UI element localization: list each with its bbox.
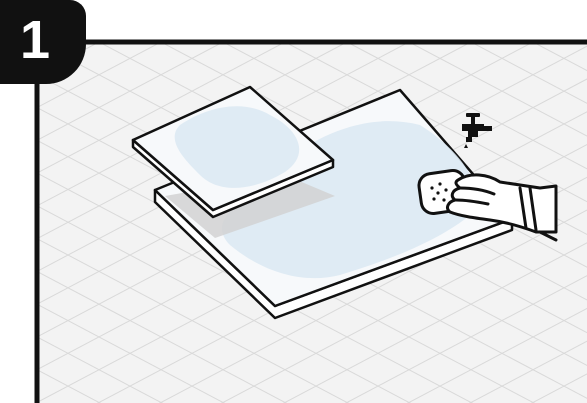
grid-line xyxy=(282,242,587,403)
grid-line xyxy=(37,42,38,43)
step-number: 1 xyxy=(19,10,51,70)
small-tile-sheen xyxy=(174,106,300,188)
grid-line xyxy=(468,340,587,403)
water-tap-icon xyxy=(462,113,492,148)
gloved-hand-icon xyxy=(446,173,558,242)
grid-line xyxy=(408,42,587,137)
grid-line xyxy=(37,270,288,403)
grid-line xyxy=(37,42,224,141)
grid-line xyxy=(346,42,587,170)
small-tile xyxy=(131,85,335,219)
water-sheen xyxy=(221,121,477,279)
grid-line xyxy=(37,42,410,240)
grid-line xyxy=(37,172,474,403)
step-badge xyxy=(0,0,86,84)
grid-line xyxy=(344,275,587,403)
grid-line xyxy=(37,336,164,403)
grid-line xyxy=(222,42,587,235)
grid-line xyxy=(37,42,472,272)
grid-line xyxy=(37,42,162,109)
grid-line xyxy=(406,307,587,403)
grid-line xyxy=(37,205,412,403)
grid-line xyxy=(37,238,350,403)
grid-line xyxy=(37,42,286,174)
grid-line xyxy=(37,303,226,403)
